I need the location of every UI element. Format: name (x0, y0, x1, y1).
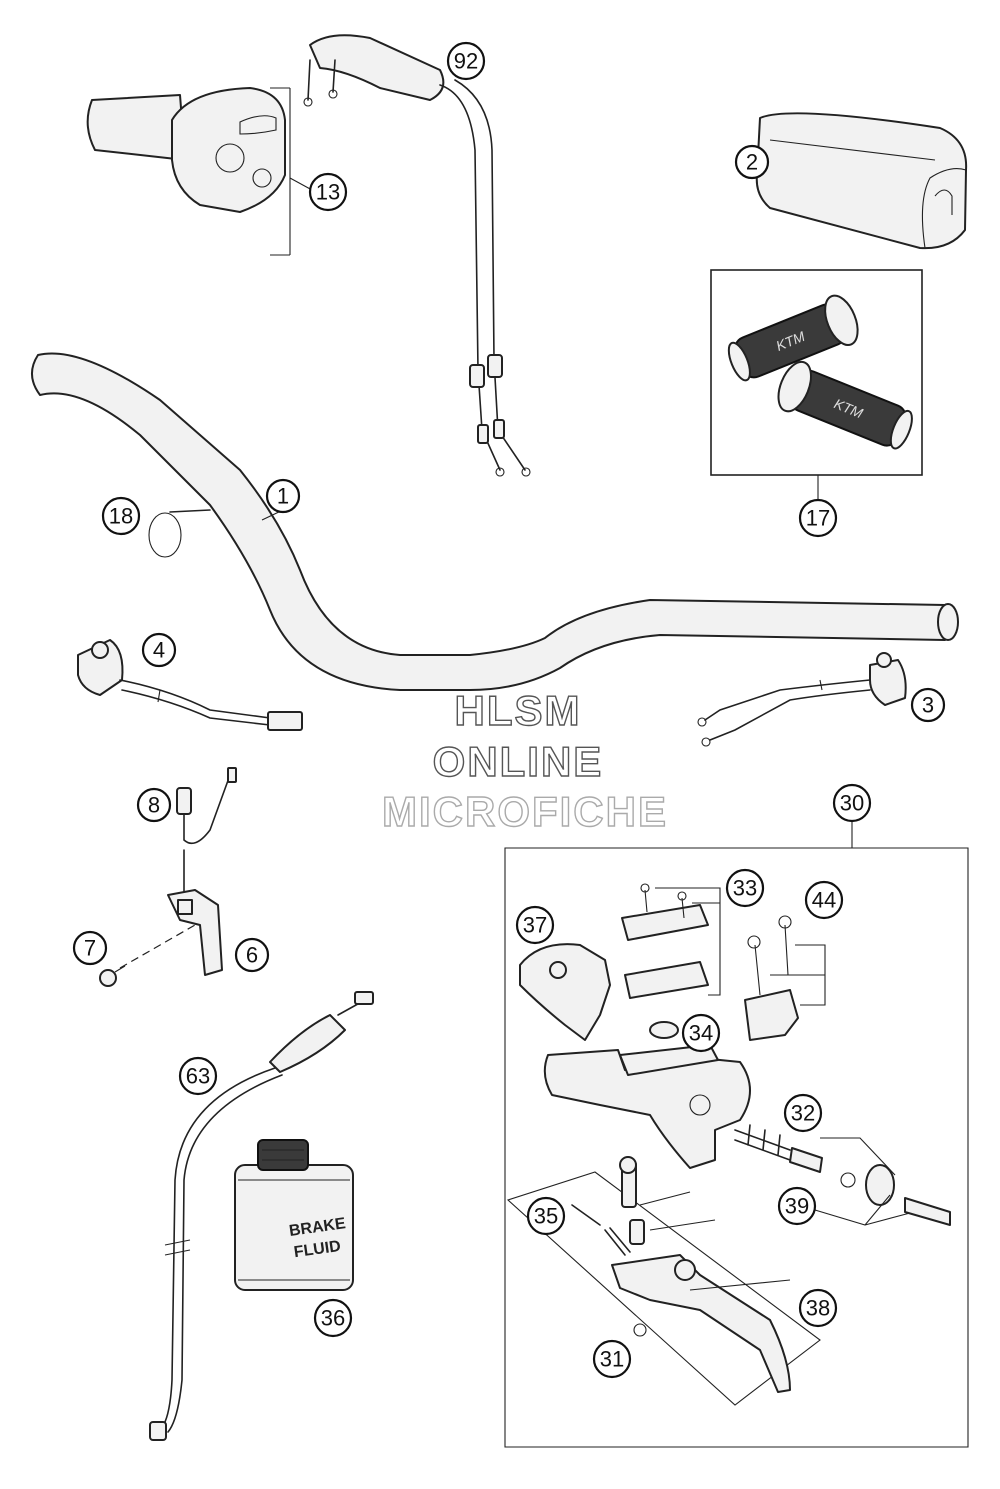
svg-text:63: 63 (186, 1064, 210, 1089)
svg-text:17: 17 (806, 506, 830, 531)
svg-text:32: 32 (791, 1101, 815, 1126)
brake-hose (149, 991, 374, 1441)
svg-text:6: 6 (246, 943, 258, 968)
callout-2: 2 (734, 144, 770, 180)
bottle-label-line2: FLUID (293, 1238, 342, 1261)
callout-92: 92 (446, 41, 486, 81)
callout-6: 6 (234, 937, 270, 973)
svg-text:34: 34 (689, 1021, 713, 1046)
callout-37: 37 (515, 905, 555, 945)
brake-fluid-bottle: BRAKE FLUID (234, 1139, 354, 1291)
callout-13: 13 (308, 172, 348, 212)
callout-31: 31 (592, 1339, 632, 1379)
svg-text:30: 30 (840, 791, 864, 816)
watermark-line2: ONLINE (433, 738, 604, 785)
svg-text:92: 92 (454, 49, 478, 74)
callout-4: 4 (141, 632, 177, 668)
callout-3: 3 (910, 687, 946, 723)
svg-text:33: 33 (733, 876, 757, 901)
master-cylinder-group (504, 815, 969, 1448)
kill-switch-bracket (99, 767, 237, 987)
svg-text:18: 18 (109, 504, 133, 529)
svg-text:35: 35 (534, 1204, 558, 1229)
left-switch (77, 639, 303, 731)
throttle-grip-assembly (86, 87, 313, 256)
svg-text:13: 13 (316, 180, 340, 205)
svg-text:4: 4 (153, 638, 165, 663)
right-switch (697, 652, 907, 747)
callout-35: 35 (526, 1196, 566, 1236)
callout-33: 33 (725, 868, 765, 908)
callout-44: 44 (804, 880, 844, 920)
svg-text:36: 36 (321, 1306, 345, 1331)
svg-text:2: 2 (746, 150, 758, 175)
callout-8: 8 (136, 787, 172, 823)
svg-text:7: 7 (84, 936, 96, 961)
callout-30: 30 (832, 783, 872, 823)
watermark-line3: MICROFICHE (382, 788, 668, 835)
svg-text:38: 38 (806, 1296, 830, 1321)
callout-32: 32 (783, 1093, 823, 1133)
callout-18: 18 (101, 496, 141, 536)
callout-63: 63 (178, 1056, 218, 1096)
callout-1: 1 (265, 478, 301, 514)
callout-34: 34 (681, 1013, 721, 1053)
svg-text:8: 8 (148, 793, 160, 818)
svg-text:37: 37 (523, 913, 547, 938)
watermark-line1: HLSM (455, 687, 582, 734)
svg-text:39: 39 (785, 1194, 809, 1219)
svg-text:3: 3 (922, 693, 934, 718)
callout-7: 7 (72, 930, 108, 966)
callout-39: 39 (777, 1186, 817, 1226)
handlebar-pad (755, 112, 968, 250)
throttle-cables (303, 34, 531, 477)
callout-36: 36 (313, 1298, 353, 1338)
handlebar (31, 352, 959, 691)
callout-38: 38 (798, 1288, 838, 1328)
callout-17: 17 (798, 498, 838, 538)
cable-tie (148, 509, 211, 558)
svg-text:1: 1 (277, 484, 289, 509)
svg-text:31: 31 (600, 1347, 624, 1372)
svg-text:44: 44 (812, 888, 836, 913)
grips-set: KTM KTM (710, 269, 923, 505)
watermark: HLSM ONLINE MICROFICHE (381, 686, 668, 835)
